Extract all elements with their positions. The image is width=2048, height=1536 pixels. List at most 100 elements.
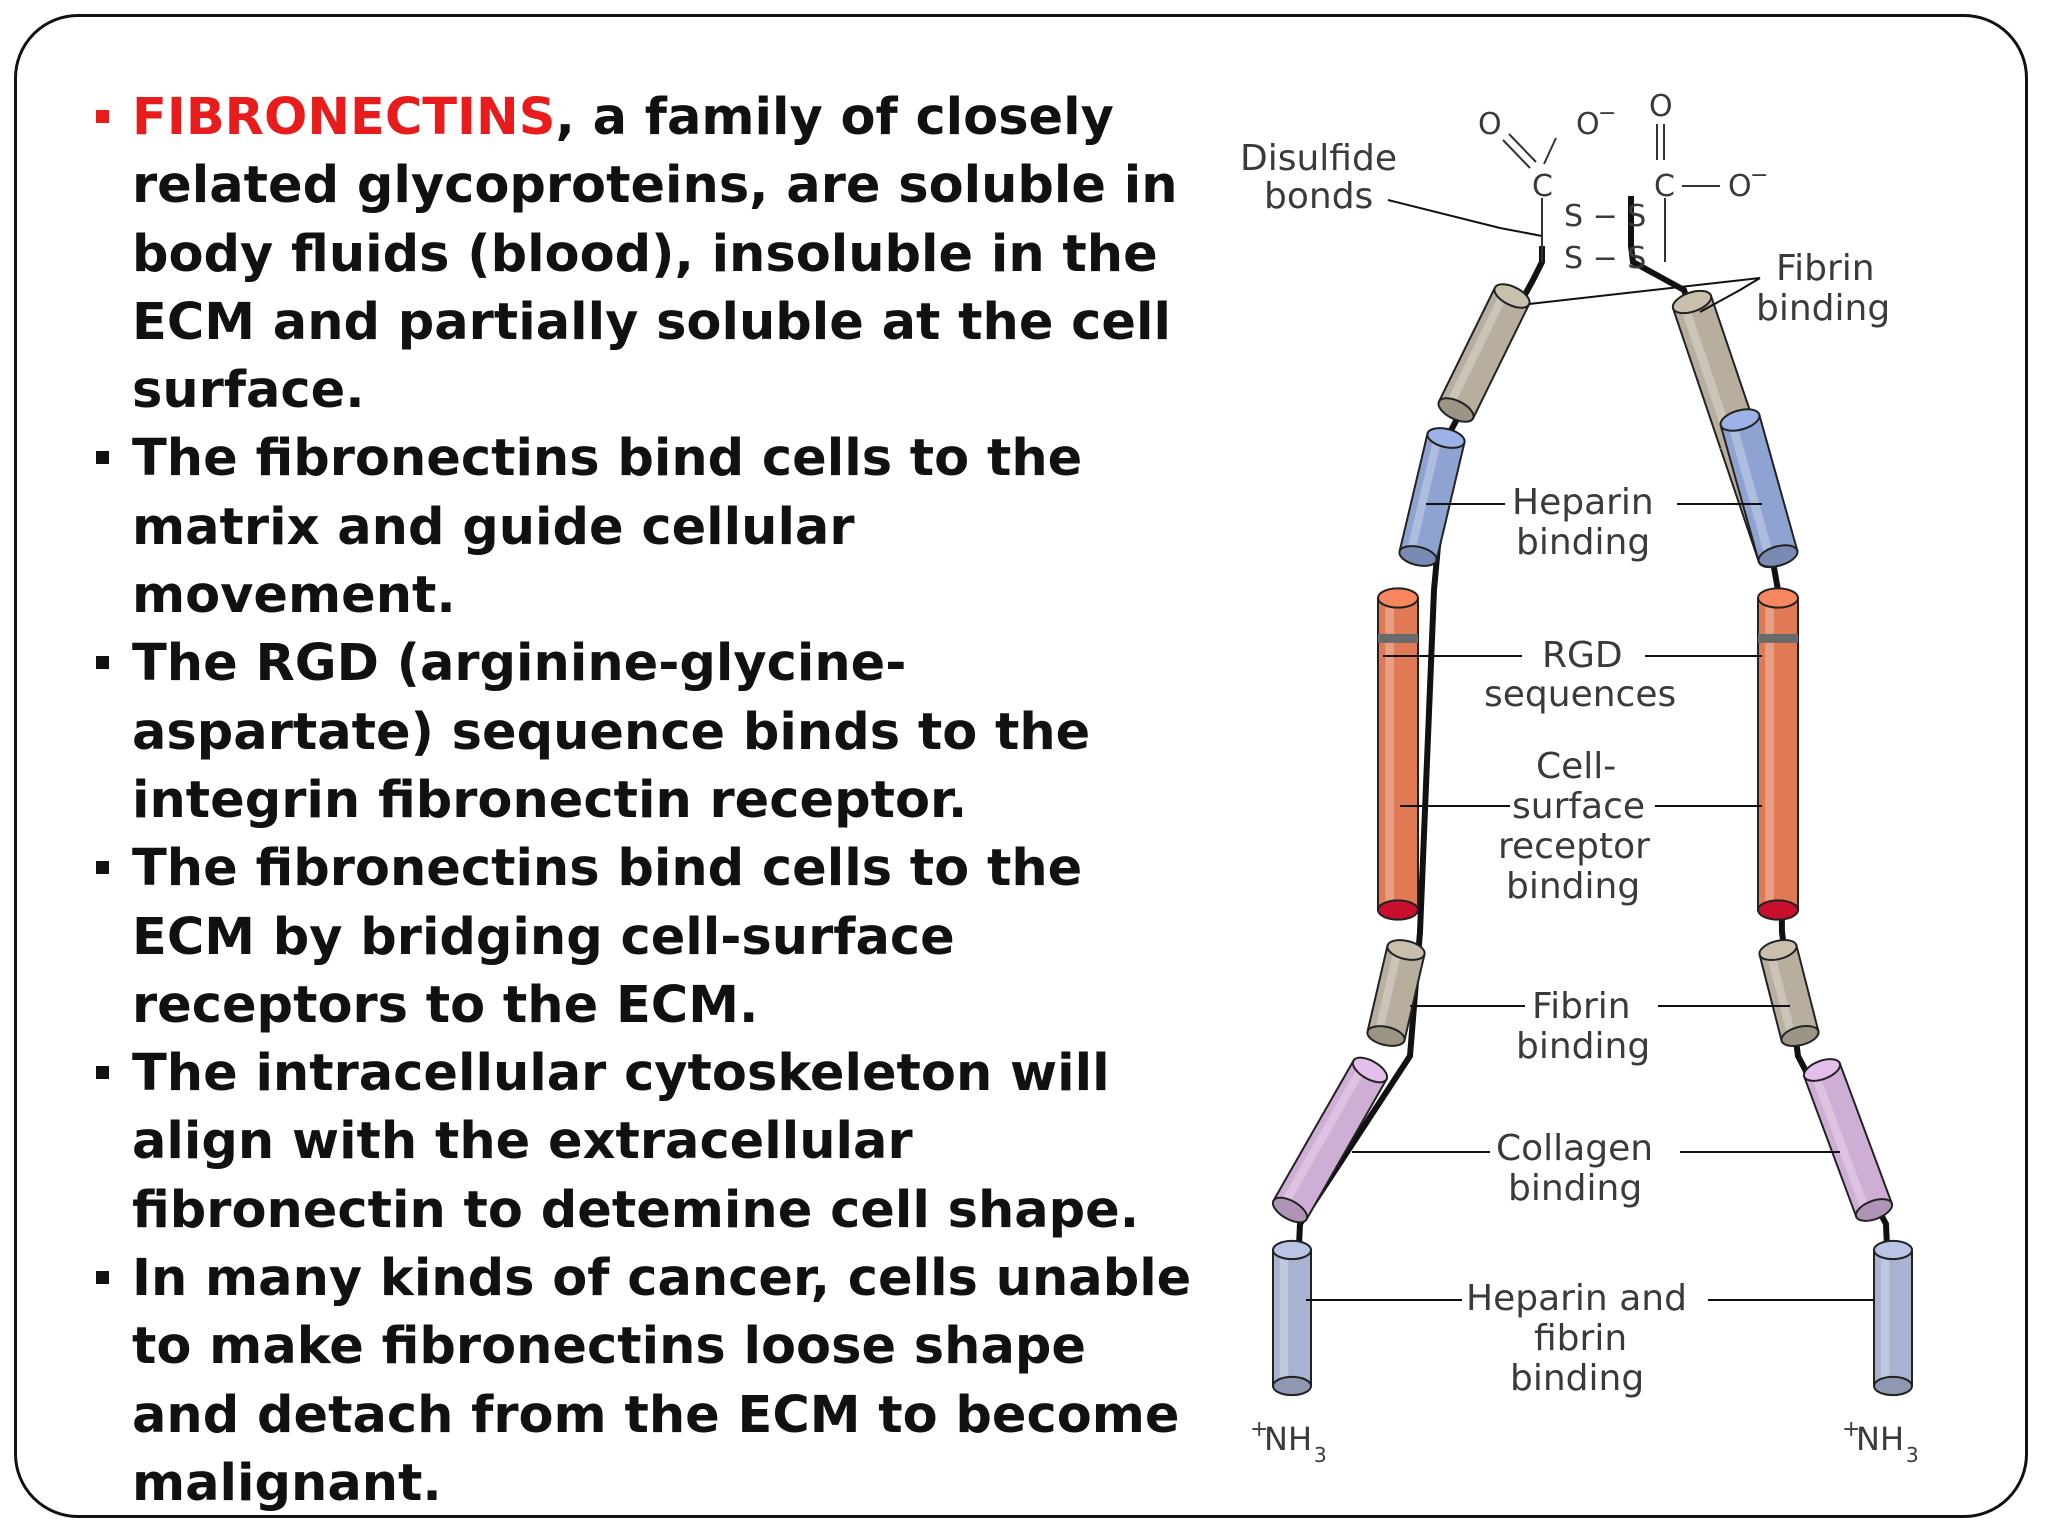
bullet-keyword: FIBRONECTINS xyxy=(132,88,556,147)
bullet-text: In many kinds of cancer, cells unable to… xyxy=(132,1249,1192,1513)
left-fibrin-top-segment-highlight xyxy=(1446,294,1507,405)
right-collagen-segment-bottom-cap xyxy=(1854,1198,1894,1222)
oxygen-right-side-label: O xyxy=(1728,169,1752,204)
left-fibrin-top-segment xyxy=(1437,283,1531,423)
right-fibrin-mid-segment-highlight xyxy=(1767,954,1796,1036)
hepfib-label-line1: Heparin and xyxy=(1466,1278,1687,1319)
left-collagen-segment-top-cap xyxy=(1351,1056,1389,1084)
oxygen-left-charge: − xyxy=(1598,101,1616,126)
c-left-double-bond-2 xyxy=(1508,133,1537,163)
left-fibrin-top-segment-bottom-cap xyxy=(1437,397,1475,423)
bullet-marker xyxy=(96,861,109,875)
fibrin-top-leader xyxy=(1699,277,1761,313)
right-rgd-segment-highlight xyxy=(1765,602,1774,906)
bullet-item: FIBRONECTINS, a family of closely relate… xyxy=(96,84,1196,425)
disulfide-bond-top: S − S xyxy=(1564,199,1646,234)
cell-label-line4: binding xyxy=(1506,866,1640,907)
right-heparin-segment-bottom-cap xyxy=(1757,544,1799,568)
left-fibrin-mid-segment-top-cap xyxy=(1386,939,1426,961)
bullet-text: The fibronectins bind cells to the matri… xyxy=(132,429,1083,626)
nh3-left-subscript: 3 xyxy=(1314,1443,1327,1467)
bullet-item: In many kinds of cancer, cells unable to… xyxy=(96,1245,1196,1518)
right-rgd-segment-bottom-cap xyxy=(1757,899,1799,921)
c-left-single-bond xyxy=(1543,137,1557,165)
cell-label-line1: Cell- xyxy=(1536,746,1616,787)
oxygen-left-label: O xyxy=(1478,107,1502,142)
left-heparin-segment-highlight xyxy=(1407,439,1442,552)
right-fibrin-mid-segment-bottom-cap xyxy=(1780,1024,1820,1048)
disulfide-leader xyxy=(1387,199,1543,237)
right-rgd-segment-band xyxy=(1758,633,1798,643)
right-collagen-segment-top-cap xyxy=(1802,1058,1842,1082)
nh3-right-plus: + xyxy=(1842,1417,1860,1442)
left-rgd-segment-top-cap xyxy=(1377,587,1419,609)
right-heparin-segment-top-cap xyxy=(1719,408,1761,432)
left-collagen-segment-highlight xyxy=(1281,1067,1365,1205)
fibrin-mid-label-line2: binding xyxy=(1516,1026,1650,1067)
bullet-marker xyxy=(96,656,109,670)
nh3-right-subscript: 3 xyxy=(1906,1443,1919,1467)
left-rgd-segment xyxy=(1377,587,1419,921)
disulfide-label-line1: Disulfide xyxy=(1240,138,1397,179)
fibrin-top-leader-left xyxy=(1528,277,1761,305)
carboxyl-structure xyxy=(1502,124,1720,262)
left-rgd-segment-body xyxy=(1377,597,1419,911)
right-heparin-segment xyxy=(1719,408,1799,568)
left-collagen-segment xyxy=(1271,1056,1389,1224)
disulfide-label-line2: bonds xyxy=(1264,176,1373,217)
rgd-label-line2: sequences xyxy=(1484,674,1676,715)
nh3-left-label: NH xyxy=(1264,1420,1312,1458)
left-hepfib-segment-highlight xyxy=(1279,1254,1289,1382)
hepfib-label-line3: binding xyxy=(1510,1358,1644,1399)
left-hepfib-segment-top-cap xyxy=(1272,1239,1312,1261)
carbon-left-label: C xyxy=(1532,169,1553,204)
left-fibrin-mid-segment-bottom-cap xyxy=(1366,1025,1406,1047)
nh3-right-label: NH xyxy=(1856,1420,1904,1458)
bullet-text: The fibronectins bind cells to the ECM b… xyxy=(132,839,1083,1035)
right-rgd-segment xyxy=(1757,587,1799,921)
bullet-list: FIBRONECTINS, a family of closely relate… xyxy=(96,84,1196,1518)
nh3-left-plus: + xyxy=(1250,1417,1268,1442)
left-rgd-segment-bottom-cap xyxy=(1377,899,1419,921)
cell-label-line2: surface xyxy=(1512,786,1645,827)
bullet-item: The fibronectins bind cells to the matri… xyxy=(96,425,1196,630)
left-fibrin-mid-segment-highlight xyxy=(1375,951,1402,1032)
right-rgd-segment-top-cap xyxy=(1757,587,1799,609)
right-fibrin-mid-segment xyxy=(1758,938,1820,1048)
left-heparin-segment-top-cap xyxy=(1426,427,1466,449)
left-fibrin-mid-segment xyxy=(1366,939,1426,1047)
left-hepfib-segment-bottom-cap xyxy=(1272,1375,1312,1397)
fibrin-top-label-line2: binding xyxy=(1756,288,1890,329)
oxygen-right-top-label: O xyxy=(1649,89,1673,124)
right-hepfib-segment xyxy=(1873,1239,1913,1397)
heparin-label-line2: binding xyxy=(1516,522,1650,563)
bullet-marker xyxy=(96,110,109,123)
left-rgd-segment-band xyxy=(1378,633,1418,643)
fibrin-mid-label-line1: Fibrin xyxy=(1532,986,1631,1027)
right-collagen-segment-highlight xyxy=(1811,1075,1870,1211)
heparin-label-line1: Heparin xyxy=(1512,482,1654,523)
left-collagen-segment-bottom-cap xyxy=(1271,1196,1309,1224)
bullet-marker xyxy=(96,1271,109,1285)
right-fibrin-segment-top-cap xyxy=(1671,289,1713,315)
right-fibrin-mid-segment-top-cap xyxy=(1758,938,1798,962)
bullet-item: The RGD (arginine-glycine-aspartate) seq… xyxy=(96,630,1196,835)
left-rgd-segment-highlight xyxy=(1385,602,1394,906)
left-heparin-segment-bottom-cap xyxy=(1398,545,1438,567)
left-hepfib-segment xyxy=(1272,1239,1312,1397)
oxygen-left-2-label: O xyxy=(1576,107,1600,142)
right-heparin-segment-highlight xyxy=(1728,424,1774,556)
right-rgd-segment-body xyxy=(1757,597,1799,911)
slide-frame xyxy=(14,14,2028,1518)
right-hepfib-segment-highlight xyxy=(1880,1254,1890,1382)
collagen-label-line1: Collagen xyxy=(1496,1128,1653,1169)
disulfide-bond-bottom: S − S xyxy=(1564,241,1646,276)
left-chain-segments xyxy=(1271,283,1531,1397)
fibrin-top-label-line1: Fibrin xyxy=(1776,248,1875,289)
oxygen-right-charge: − xyxy=(1750,163,1768,188)
bullet-item: The fibronectins bind cells to the ECM b… xyxy=(96,835,1196,1040)
right-chain-segments xyxy=(1671,289,1913,1397)
right-hepfib-segment-top-cap xyxy=(1873,1239,1913,1261)
bullet-text: The RGD (arginine-glycine-aspartate) seq… xyxy=(132,634,1091,830)
